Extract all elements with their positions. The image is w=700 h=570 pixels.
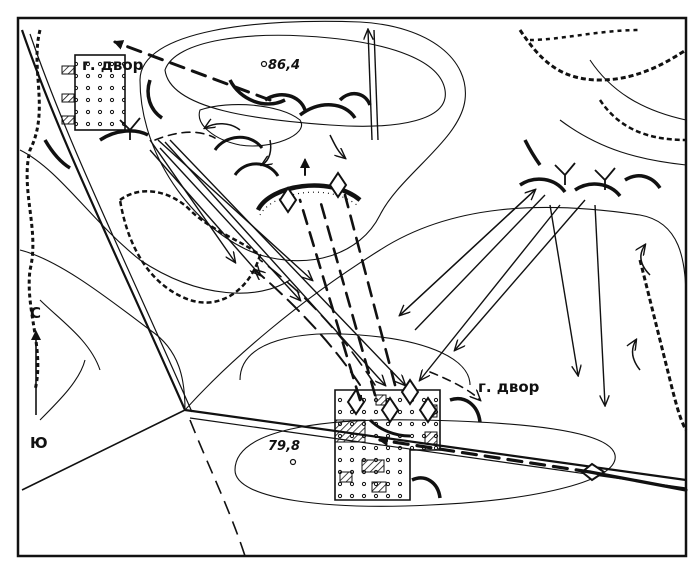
contour-lines — [19, 20, 687, 507]
curved-arrows — [205, 124, 651, 371]
unit-positions — [43, 79, 662, 499]
fire-arrows — [149, 30, 605, 405]
village-northwest — [61, 54, 126, 131]
forest-areas — [25, 28, 688, 431]
height-label-south: 79,8 — [268, 439, 300, 454]
village-southeast-label: г. двор — [478, 378, 540, 396]
height-marker-north — [260, 60, 268, 68]
compass-north-label: С — [30, 304, 41, 322]
height-marker-south — [289, 458, 297, 466]
compass: С Ю — [30, 304, 48, 452]
height-label-north: 86,4 — [268, 58, 300, 73]
tank-symbols — [278, 171, 606, 482]
gun-symbols — [119, 117, 616, 190]
village-northwest-label: г. двор — [82, 56, 144, 74]
compass-south-label: Ю — [30, 434, 48, 452]
